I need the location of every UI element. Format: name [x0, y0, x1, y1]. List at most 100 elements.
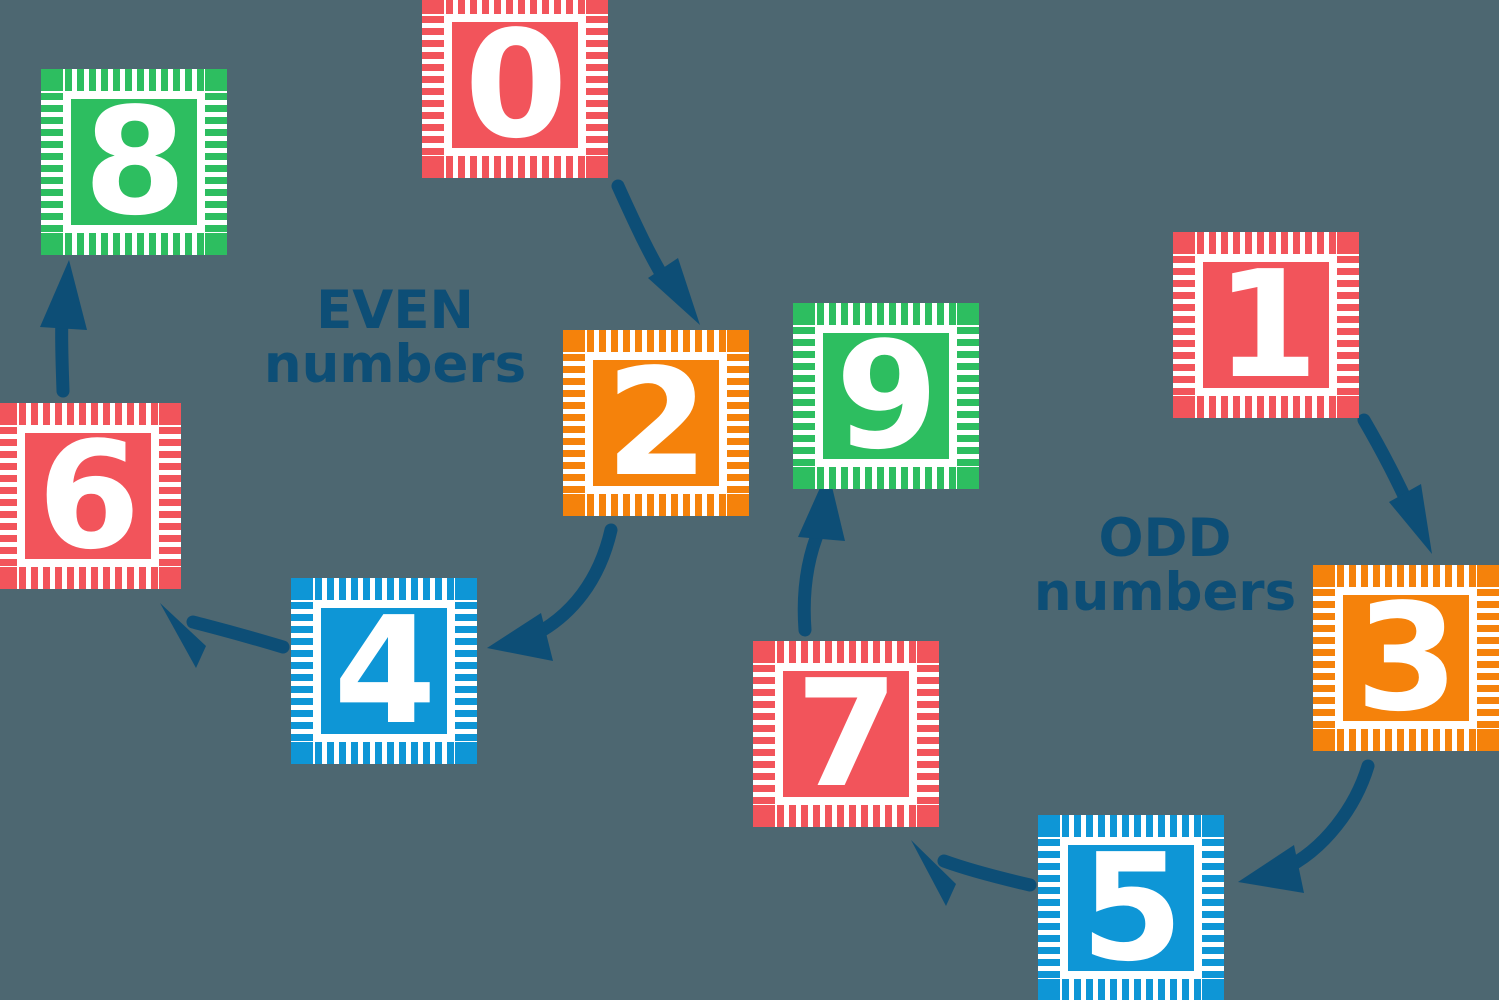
tile-edge-top	[41, 69, 227, 91]
tile-inner: 5	[1068, 834, 1194, 982]
tile-corner-tl	[563, 330, 585, 352]
tile-edge-top	[793, 303, 979, 325]
tile-inner: 2	[593, 349, 719, 497]
arrow-6-to-8	[40, 260, 87, 398]
tile-inner: 8	[71, 88, 197, 236]
tile-inner: 6	[25, 422, 151, 570]
tile-edge-top	[291, 578, 477, 600]
tile-digit: 6	[37, 410, 141, 582]
tile-edge-right	[1337, 232, 1359, 418]
arrow-4-to-6	[160, 603, 290, 668]
tile-corner-bl	[1313, 729, 1335, 751]
tile-edge-bottom	[1038, 979, 1224, 1000]
tile-corner-bl	[793, 467, 815, 489]
tile-edge-bottom	[0, 567, 181, 589]
tile-edge-top	[1173, 232, 1359, 254]
arrow-0-to-2	[611, 179, 700, 325]
tile-corner-bl	[422, 156, 444, 178]
tile-8[interactable]: 8	[41, 69, 227, 255]
tile-corner-br	[455, 742, 477, 764]
tile-inner: 1	[1203, 251, 1329, 399]
tile-inner: 4	[321, 597, 447, 745]
tile-corner-bl	[291, 742, 313, 764]
tile-edge-bottom	[291, 742, 477, 764]
tile-digit: 8	[83, 76, 187, 248]
tile-edge-right	[957, 303, 979, 489]
tile-edge-bottom	[1173, 396, 1359, 418]
tile-corner-br	[1202, 979, 1224, 1000]
tile-inner: 7	[783, 660, 909, 808]
tile-corner-bl	[1038, 979, 1060, 1000]
tile-edge-left	[1173, 232, 1195, 418]
tile-inner: 9	[823, 322, 949, 470]
tile-corner-br	[586, 156, 608, 178]
tile-edge-left	[291, 578, 313, 764]
tile-edge-bottom	[793, 467, 979, 489]
tile-edge-bottom	[753, 805, 939, 827]
arrow-1-to-3	[1357, 413, 1432, 554]
tile-corner-tl	[291, 578, 313, 600]
tile-edge-bottom	[563, 494, 749, 516]
tile-corner-tr	[1202, 815, 1224, 837]
tile-edge-bottom	[422, 156, 608, 178]
tile-corner-tr	[586, 0, 608, 14]
tile-edge-left	[1038, 815, 1060, 1000]
tile-digit: 3	[1355, 572, 1459, 744]
tile-7[interactable]: 7	[753, 641, 939, 827]
arrow-2-to-4	[487, 523, 618, 661]
tile-corner-tr	[455, 578, 477, 600]
tile-inner: 0	[452, 11, 578, 159]
tile-edge-left	[41, 69, 63, 255]
tile-6[interactable]: 6	[0, 403, 181, 589]
tile-digit: 9	[835, 310, 939, 482]
arrow-5-to-7	[911, 840, 1037, 906]
tile-corner-bl	[753, 805, 775, 827]
tile-edge-left	[422, 0, 444, 178]
even-caption-line1: EVEN	[316, 280, 474, 341]
tile-corner-tl	[753, 641, 775, 663]
odd-numbers-caption: ODD numbers	[1000, 508, 1330, 624]
tile-corner-tr	[727, 330, 749, 352]
tile-edge-top	[1313, 565, 1499, 587]
arrow-7-to-9	[797, 470, 845, 637]
tile-digit: 5	[1080, 822, 1184, 994]
tile-corner-br	[727, 494, 749, 516]
tile-corner-bl	[1173, 396, 1195, 418]
tile-digit: 1	[1215, 239, 1319, 411]
odd-caption-line1: ODD	[1098, 508, 1232, 569]
tile-5[interactable]: 5	[1038, 815, 1224, 1000]
tile-corner-tl	[1038, 815, 1060, 837]
tile-corner-br	[917, 805, 939, 827]
tile-corner-tl	[793, 303, 815, 325]
tile-2[interactable]: 2	[563, 330, 749, 516]
tile-corner-br	[1337, 396, 1359, 418]
tile-corner-tr	[1477, 565, 1499, 587]
tile-corner-br	[159, 567, 181, 589]
even-caption-line2: numbers	[263, 334, 527, 396]
tile-digit: 7	[795, 648, 899, 820]
tile-edge-right	[727, 330, 749, 516]
even-numbers-caption: EVEN numbers	[230, 280, 560, 396]
tile-3[interactable]: 3	[1313, 565, 1499, 751]
tile-9[interactable]: 9	[793, 303, 979, 489]
tile-corner-tr	[1337, 232, 1359, 254]
tile-inner: 3	[1343, 584, 1469, 732]
tile-corner-br	[957, 467, 979, 489]
tile-corner-tl	[1173, 232, 1195, 254]
tile-edge-right	[917, 641, 939, 827]
tile-4[interactable]: 4	[291, 578, 477, 764]
tile-edge-top	[422, 0, 608, 14]
tile-corner-tr	[957, 303, 979, 325]
tile-digit: 0	[464, 0, 568, 171]
tile-corner-tr	[159, 403, 181, 425]
tile-corner-tl	[1313, 565, 1335, 587]
odd-caption-line2: numbers	[1033, 562, 1297, 624]
tile-corner-tr	[205, 69, 227, 91]
arrow-3-to-5	[1238, 759, 1375, 893]
tile-edge-top	[753, 641, 939, 663]
tile-1[interactable]: 1	[1173, 232, 1359, 418]
tile-edge-bottom	[41, 233, 227, 255]
tile-0[interactable]: 0	[422, 0, 608, 178]
tile-corner-bl	[563, 494, 585, 516]
